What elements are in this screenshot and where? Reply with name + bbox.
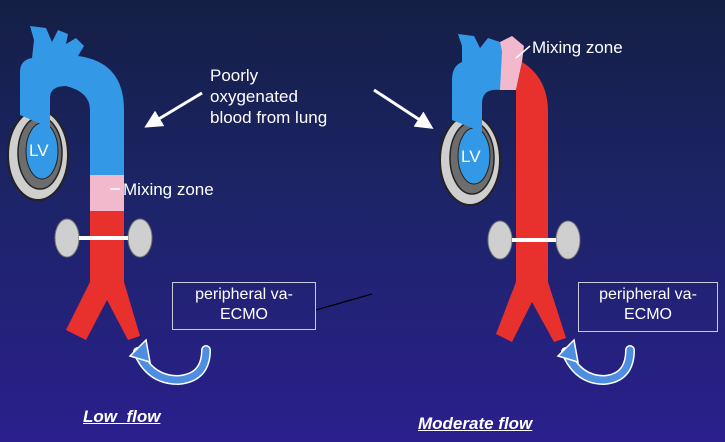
mixing-zone-label-right: Mixing zone bbox=[532, 38, 623, 57]
ecmo-connector bbox=[315, 293, 373, 311]
ecmo-box-right-line-2: ECMO bbox=[624, 306, 672, 323]
flow-arrow-right bbox=[556, 338, 635, 386]
lung-arrow-left bbox=[144, 91, 203, 128]
lung-note-line-1: Poorly bbox=[210, 66, 259, 85]
ecmo-box-left-line-1: peripheral va- bbox=[195, 286, 293, 303]
descending-aorta-left bbox=[66, 211, 140, 340]
flow-arrow-left bbox=[128, 338, 211, 386]
mixing-zone-left bbox=[90, 175, 124, 211]
mixing-zone-label-left: Mixing zone bbox=[123, 180, 214, 199]
mixing-pointer-right bbox=[515, 45, 531, 59]
low-flow-panel bbox=[7, 26, 211, 386]
ecmo-box-right-line-1: peripheral va- bbox=[599, 286, 697, 303]
lung-note: Poorly oxygenated blood from lung bbox=[210, 65, 327, 128]
heart-left bbox=[7, 109, 69, 201]
caption-low-flow: Low flow bbox=[83, 407, 161, 426]
aortic-arch-left bbox=[20, 26, 124, 175]
aortic-arch-right bbox=[452, 34, 514, 132]
kidneys-right bbox=[487, 220, 581, 260]
descending-aorta-right bbox=[496, 62, 566, 342]
lung-arrow-right bbox=[373, 88, 434, 129]
ecmo-box-left-line-2: ECMO bbox=[220, 306, 268, 323]
lv-label-right: LV bbox=[461, 147, 481, 166]
ecmo-box-right: peripheral va- ECMO bbox=[578, 282, 718, 332]
kidneys-left bbox=[54, 218, 153, 258]
ecmo-box-left: peripheral va- ECMO bbox=[172, 282, 316, 330]
heart-right bbox=[439, 114, 501, 206]
lung-note-line-2: oxygenated bbox=[210, 87, 298, 106]
caption-moderate-flow: Moderate flow bbox=[418, 414, 533, 433]
mixing-zone-right bbox=[500, 36, 524, 90]
lung-note-line-3: blood from lung bbox=[210, 108, 328, 127]
moderate-flow-panel bbox=[439, 34, 635, 386]
lv-label-left: LV bbox=[29, 141, 49, 160]
